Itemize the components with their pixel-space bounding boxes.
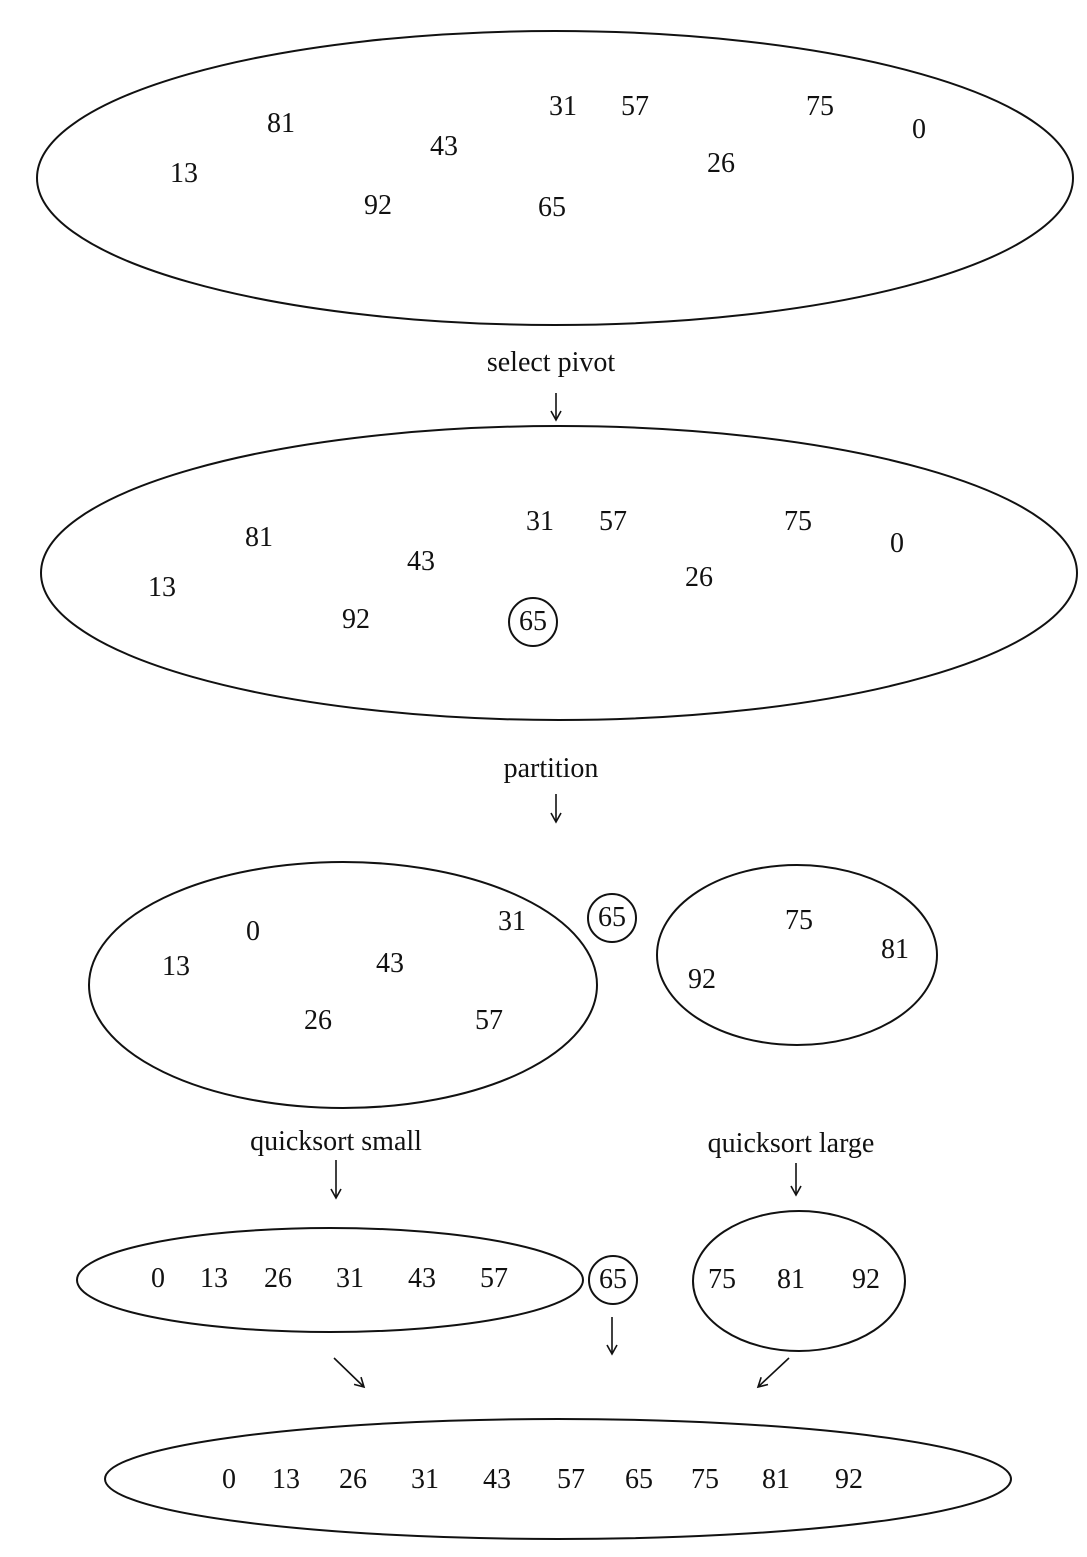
- stage2-pivot: 65: [519, 606, 547, 637]
- final-sorted-number: 92: [835, 1464, 863, 1495]
- final-sorted-number: 26: [339, 1464, 367, 1495]
- large-partition-number: 92: [688, 964, 716, 995]
- stage2-number: 92: [342, 604, 370, 635]
- small-sorted-number: 0: [151, 1263, 165, 1294]
- stage1-number: 92: [364, 190, 392, 221]
- final-sorted-number: 43: [483, 1464, 511, 1495]
- large-sorted-ellipse: [692, 1210, 906, 1352]
- stage1-ellipse: [36, 30, 1074, 326]
- stage2-number: 43: [407, 546, 435, 577]
- final-sorted-ellipse: [104, 1418, 1012, 1540]
- pivot-circle: [587, 893, 637, 943]
- large-partition-number: 75: [785, 905, 813, 936]
- final-sorted-number: 0: [222, 1464, 236, 1495]
- large-sorted-number: 81: [777, 1264, 805, 1295]
- stage2-number: 0: [890, 528, 904, 559]
- final-sorted-number: 65: [625, 1464, 653, 1495]
- small-sorted-number: 13: [200, 1263, 228, 1294]
- stage2-ellipse: [40, 425, 1078, 721]
- stage1-number: 13: [170, 158, 198, 189]
- small-partition-number: 0: [246, 916, 260, 947]
- small-sorted-number: 26: [264, 1263, 292, 1294]
- final-sorted-number: 75: [691, 1464, 719, 1495]
- small-partition-number: 57: [475, 1005, 503, 1036]
- small-partition-number: 31: [498, 906, 526, 937]
- stage2-number: 26: [685, 562, 713, 593]
- stage1-number: 65: [538, 192, 566, 223]
- small-sorted-number: 57: [480, 1263, 508, 1294]
- pivot-circle: [588, 1255, 638, 1305]
- stage2-number: 31: [526, 506, 554, 537]
- stage2-number: 75: [784, 506, 812, 537]
- large-partition-ellipse: [656, 864, 938, 1046]
- large-partition-number: 81: [881, 934, 909, 965]
- small-partition-ellipse: [88, 861, 598, 1109]
- pivot-circle: [508, 597, 558, 647]
- stage1-number: 26: [707, 148, 735, 179]
- stage4-pivot: 65: [599, 1264, 627, 1295]
- stage3-pivot: 65: [598, 902, 626, 933]
- stage2-number: 13: [148, 572, 176, 603]
- final-sorted-number: 31: [411, 1464, 439, 1495]
- stage1-number: 43: [430, 131, 458, 162]
- final-sorted-number: 57: [557, 1464, 585, 1495]
- merge-small-arrow: [333, 1357, 366, 1389]
- small-sorted-ellipse: [76, 1227, 584, 1333]
- small-partition-number: 13: [162, 951, 190, 982]
- merge-large-arrow: [756, 1357, 790, 1389]
- quicksort-small-label: quicksort small: [250, 1126, 422, 1157]
- stage2-number: 57: [599, 506, 627, 537]
- final-sorted-number: 13: [272, 1464, 300, 1495]
- final-sorted-number: 81: [762, 1464, 790, 1495]
- stage2-number: 81: [245, 522, 273, 553]
- stage1-number: 75: [806, 91, 834, 122]
- select-pivot-label: select pivot: [486, 347, 616, 378]
- stage1-number: 0: [912, 114, 926, 145]
- large-sorted-number: 75: [708, 1264, 736, 1295]
- small-partition-number: 26: [304, 1005, 332, 1036]
- large-sorted-number: 92: [852, 1264, 880, 1295]
- partition-label: partition: [503, 753, 599, 784]
- stage1-number: 57: [621, 91, 649, 122]
- quicksort-large-label: quicksort large: [707, 1128, 875, 1159]
- stage1-number: 81: [267, 108, 295, 139]
- stage1-number: 31: [549, 91, 577, 122]
- small-sorted-number: 43: [408, 1263, 436, 1294]
- small-sorted-number: 31: [336, 1263, 364, 1294]
- small-partition-number: 43: [376, 948, 404, 979]
